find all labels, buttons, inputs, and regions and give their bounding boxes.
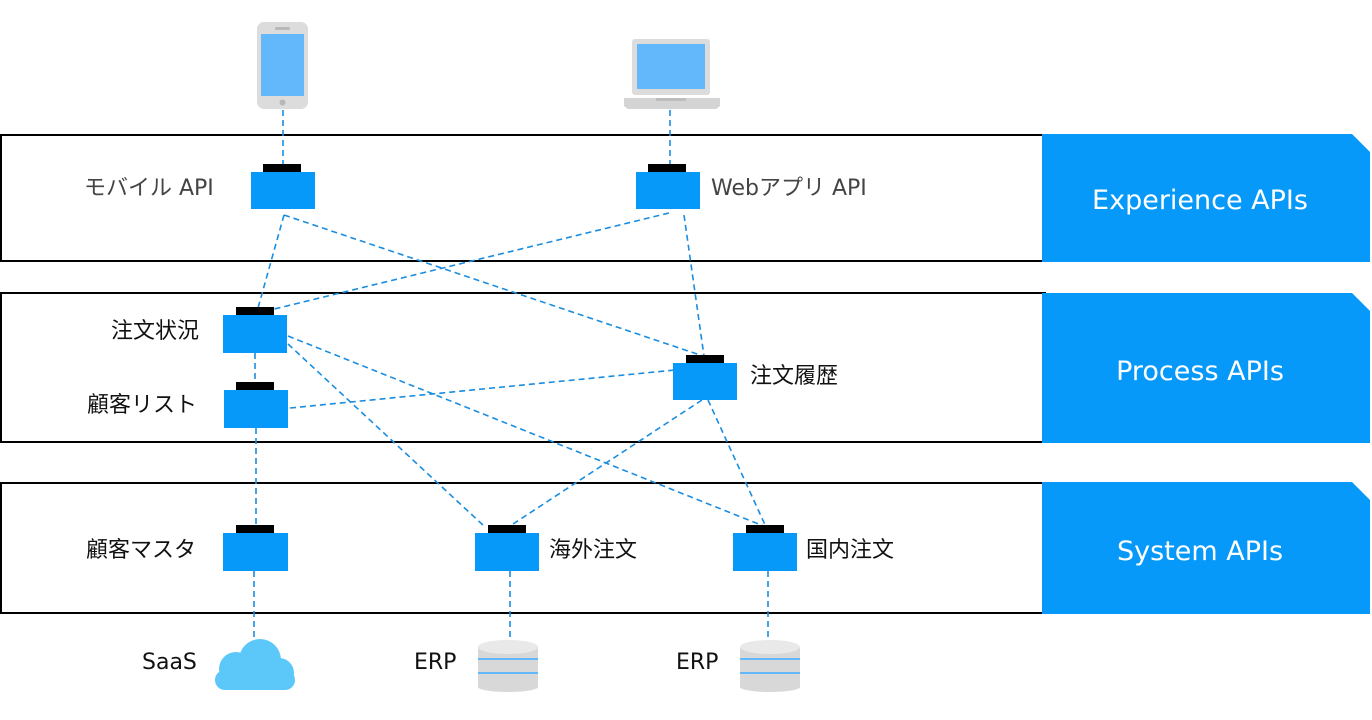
api-node-overseas-orders: [475, 525, 539, 571]
api-node-customer-master: [223, 525, 288, 571]
node-label-order-status: 注文状況: [111, 319, 200, 344]
tier-box-experience: [0, 134, 1046, 262]
tier-banner-experience: [1042, 134, 1370, 262]
tier-title-system: System APIs: [1116, 536, 1284, 567]
node-label-web-app-api: Webアプリ API: [711, 176, 867, 201]
tier-banner-system: [1042, 482, 1370, 614]
connector-order-history-overseas: [509, 399, 703, 527]
node-label-mobile-api: モバイル API: [84, 176, 214, 201]
tier-title-experience: Experience APIs: [1092, 185, 1308, 216]
connector-web-order-history: [683, 214, 705, 357]
backend-label-saas: SaaS: [142, 650, 197, 675]
connector-mobile-order-history: [283, 214, 704, 357]
node-label-customer-master: 顧客マスタ: [86, 538, 197, 563]
api-node-order-history: [673, 355, 737, 400]
api-node-domestic-orders: [733, 525, 797, 571]
laptop-icon: [624, 39, 720, 109]
connector-lines: [253, 110, 769, 644]
connector-customer-list-order-history: [289, 369, 676, 409]
node-label-overseas-orders: 海外注文: [549, 538, 638, 563]
node-label-order-history: 注文履歴: [750, 364, 839, 389]
cloud-icon: [215, 639, 295, 690]
node-label-customer-list: 顧客リスト: [87, 393, 198, 418]
api-node-order-status: [223, 307, 287, 353]
connector-order-status-domestic: [287, 335, 767, 528]
tier-banner-process: [1042, 293, 1370, 443]
tier-box-process: [0, 292, 1046, 443]
tier-title-process: Process APIs: [1116, 356, 1284, 387]
api-node-customer-list: [224, 382, 288, 428]
smartphone-icon: [257, 22, 308, 109]
backend-label-erp-2: ERP: [676, 650, 719, 675]
connector-order-history-domestic: [707, 399, 767, 528]
api-node-web-app: [636, 164, 700, 209]
connector-order-status-overseas: [287, 343, 485, 527]
node-label-domestic-orders: 国内注文: [806, 538, 895, 563]
connector-mobile-order-status: [257, 214, 285, 309]
backend-label-erp-1: ERP: [414, 650, 457, 675]
api-node-mobile: [251, 164, 315, 209]
database-icon: [478, 640, 538, 692]
database-icon: [740, 640, 800, 692]
